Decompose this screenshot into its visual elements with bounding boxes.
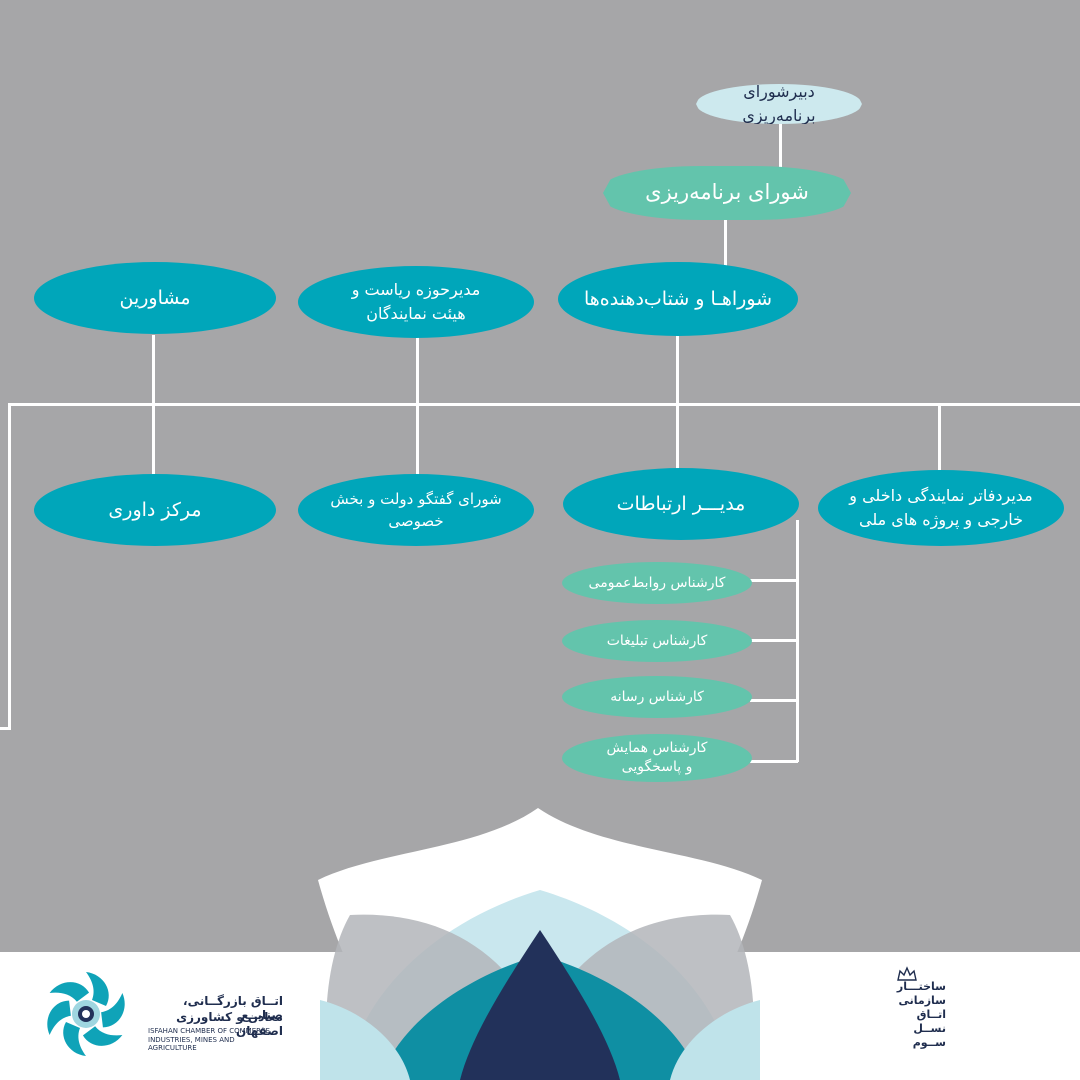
advisors-node: مشاورین bbox=[34, 262, 276, 334]
left-edge-line bbox=[0, 727, 10, 730]
structure-line-5: ســوم bbox=[912, 1036, 946, 1049]
connector-line bbox=[779, 120, 782, 172]
connector-line bbox=[938, 403, 941, 471]
chamber-logo-icon bbox=[47, 972, 125, 1056]
arbitration-center-node: مرکز داوری bbox=[34, 474, 276, 546]
ads-expert-node: کارشناس تبلیغات bbox=[562, 620, 752, 662]
councils-accelerators-node: شوراهـا و شتاب‌دهنده‌ها bbox=[558, 262, 798, 336]
horizontal-bus-line bbox=[8, 403, 1080, 406]
chamber-name-en-line2: INDUSTRIES, MINES AND AGRICULTURE bbox=[148, 1036, 235, 1052]
team-bracket-line bbox=[750, 699, 798, 702]
structure-line-2: سازمانی bbox=[898, 994, 946, 1007]
structure-line-4: نســل bbox=[913, 1022, 946, 1035]
left-edge-line bbox=[8, 403, 11, 730]
events-expert-node: کارشناس همایش و پاسخگویی bbox=[562, 734, 752, 782]
offices-manager-node: مدیردفاتر نمایندگی داخلی و خارجی و پروژه… bbox=[818, 470, 1064, 546]
team-bracket-line bbox=[750, 760, 798, 763]
chamber-name-en-line1: ISFAHAN CHAMBER OF COMMERCE bbox=[148, 1027, 270, 1035]
connector-line bbox=[676, 335, 679, 470]
dialogue-council-node: شورای گفتگو دولت و بخش خصوصی bbox=[298, 474, 534, 546]
chamber-name-fa-line2: معادن و کشاورزی اصفهان bbox=[176, 1010, 283, 1038]
connector-line bbox=[724, 218, 727, 266]
structure-line-3: اتــاق bbox=[916, 1008, 946, 1021]
presidency-manager-node: مدیرحوزه ریاست و هیئت نمایندگان bbox=[298, 266, 534, 338]
chamber-name-fa-line1: اتــاق بازرگــانی، صنایــع bbox=[183, 994, 283, 1022]
crown-icon bbox=[897, 966, 917, 981]
team-bracket-line bbox=[750, 579, 798, 582]
secretary-node: دبیرشورای برنامه‌ریزی bbox=[696, 84, 862, 124]
pr-expert-node: کارشناس روابط‌عمومی bbox=[562, 562, 752, 604]
media-expert-node: کارشناس رسانه bbox=[562, 676, 752, 718]
team-bracket-line bbox=[750, 639, 798, 642]
structure-line-1: ساختـــار bbox=[896, 980, 946, 993]
planning-council-node: شورای برنامه‌ریزی bbox=[603, 166, 851, 220]
communications-manager-node: مدیـــر ارتباطات bbox=[563, 468, 799, 540]
